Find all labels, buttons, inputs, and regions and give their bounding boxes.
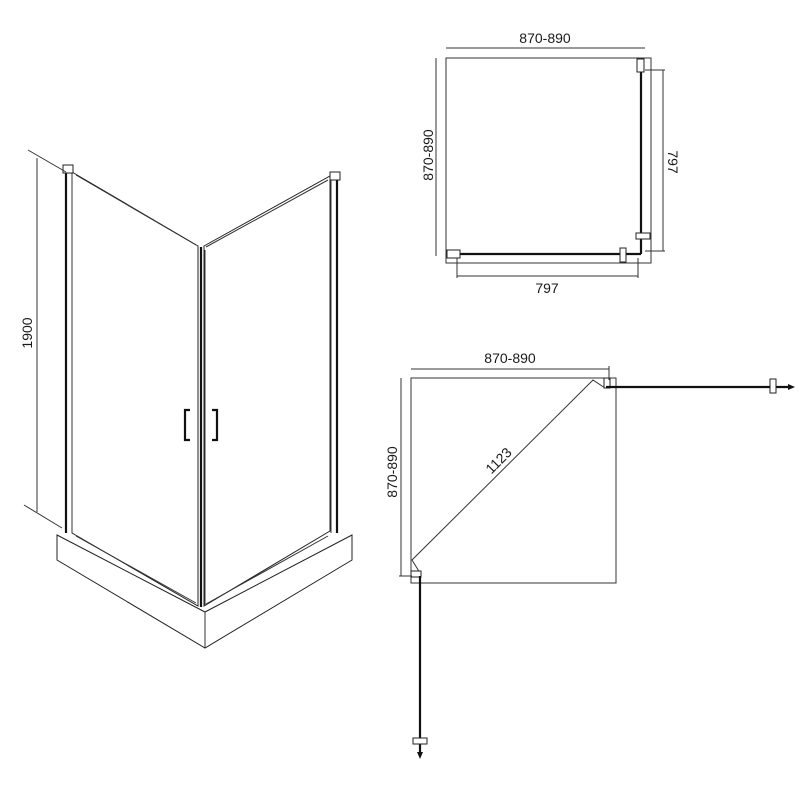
plan-top-depth-label: 870-890 (420, 129, 436, 181)
left-door-panel (62, 164, 199, 607)
height-dimension: 1900 (19, 149, 67, 529)
height-label: 1900 (19, 317, 35, 348)
plan-view-sliding: 870-890 870-890 797 797 (420, 30, 681, 296)
plan-view-open-doors: 870-890 870-890 1123 (384, 350, 795, 759)
right-door-panel (199, 171, 341, 607)
plan-top-door-depth-label: 797 (665, 150, 681, 174)
plan-bottom-width-label: 870-890 (484, 350, 536, 366)
plan-bottom-diagonal-label: 1123 (482, 444, 515, 477)
plan-top-door-width-label: 797 (535, 280, 559, 296)
door-handle-right (212, 408, 219, 442)
plan-bottom-depth-label: 870-890 (384, 446, 400, 498)
door-handle-left (183, 408, 190, 442)
isometric-view: 1900 (19, 149, 353, 649)
plan-top-width-label: 870-890 (519, 30, 571, 46)
shower-tray (56, 534, 353, 649)
